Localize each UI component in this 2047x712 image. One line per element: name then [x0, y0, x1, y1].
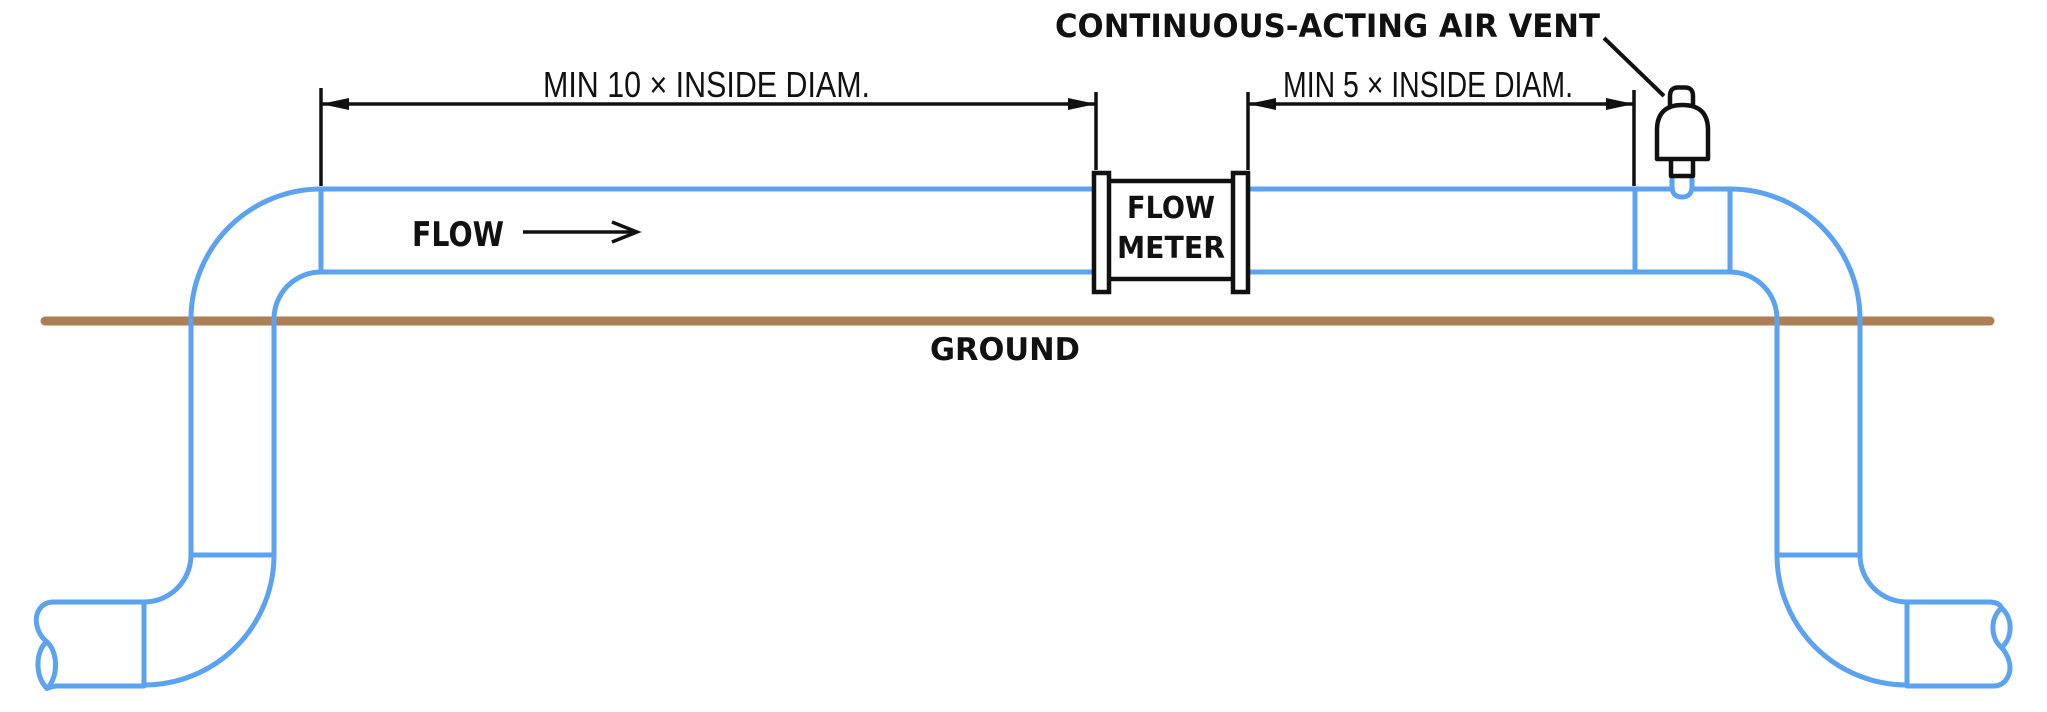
arrowhead-upstream-left: [321, 98, 349, 110]
right-stub-bottom: [1904, 645, 2013, 689]
ground-label: GROUND: [930, 332, 1080, 368]
flow-meter: [1091, 170, 1251, 295]
air-vent-nozzle: [1669, 172, 1695, 200]
left-lower-elbow-outer: [141, 552, 277, 688]
flow-meter-label-line2: METER: [1117, 231, 1225, 266]
flow-meter-flange-right: [1230, 170, 1251, 295]
air-vent-body: [1654, 102, 1711, 162]
flow-meter-label-line1: FLOW: [1127, 191, 1215, 226]
flow-arrow-head: [611, 220, 642, 244]
dimension-label-downstream: MIN 5 × INSIDE DIAM.: [1283, 64, 1573, 105]
dimensioning: [319, 36, 1666, 244]
left-stub-bottom: [44, 683, 147, 691]
flow-meter-flange-left: [1091, 170, 1112, 295]
right-upper-elbow-outer: [1727, 186, 1863, 322]
left-lower-elbow-inner: [141, 552, 194, 605]
arrowhead-upstream-right: [1068, 98, 1096, 110]
air-vent-title: CONTINUOUS-ACTING AIR VENT: [1055, 7, 1600, 45]
left-upper-elbow-outer: [188, 186, 324, 322]
right-lower-elbow-inner: [1857, 552, 1910, 605]
left-pipe-break-lens: [35, 639, 59, 691]
air-vent-leader-line: [1602, 36, 1666, 98]
right-stub-top: [1904, 599, 2004, 611]
air-vent-symbol: [1654, 85, 1711, 179]
left-stub-top: [33, 599, 147, 644]
dimension-label-upstream: MIN 10 × INSIDE DIAM.: [543, 64, 870, 105]
dimension-arrowheads: [321, 98, 1634, 110]
arrowhead-downstream-left: [1248, 98, 1276, 110]
right-pipe-break-lens: [1990, 605, 2013, 650]
right-upper-elbow-inner: [1727, 269, 1780, 322]
labels: CONTINUOUS-ACTING AIR VENT MIN 10 × INSI…: [412, 7, 1600, 368]
right-lower-elbow-outer: [1774, 552, 1910, 688]
left-upper-elbow-inner: [271, 269, 324, 322]
arrowhead-downstream-right: [1606, 98, 1634, 110]
flow-label: FLOW: [412, 215, 504, 255]
air-vent-cap: [1667, 85, 1696, 110]
pipe-network: [33, 172, 2013, 691]
